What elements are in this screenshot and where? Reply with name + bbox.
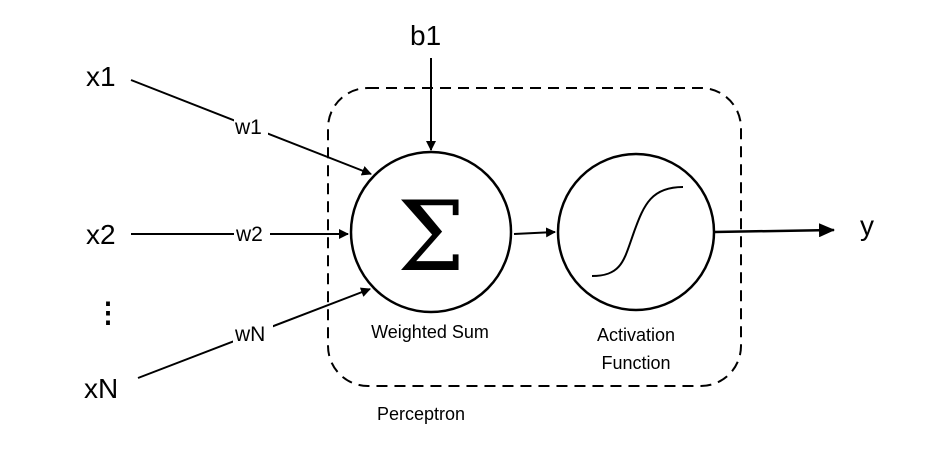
input-ellipsis: ⋮ — [94, 297, 122, 328]
activation-function-node — [556, 152, 716, 312]
weighted-sum-label: Weighted Sum — [371, 322, 489, 342]
sigma-symbol: Σ — [397, 181, 465, 293]
perceptron-box — [327, 87, 742, 387]
input-x2-label: x2 — [86, 219, 116, 250]
output-y-label: y — [860, 210, 874, 241]
weight-wN-label: wN — [234, 323, 265, 346]
sigmoid-curve-icon — [591, 186, 684, 277]
activation-label-line1: Activation — [597, 325, 675, 345]
weighted-sum-node — [349, 150, 513, 314]
bias-b1-label: b1 — [410, 20, 441, 51]
weight-w1-label: w1 — [234, 116, 262, 139]
edge-activation-to-output — [713, 223, 835, 238]
input-x1-label: x1 — [86, 61, 116, 92]
edge-sum-to-activation — [513, 227, 556, 238]
activation-label-line2: Function — [601, 353, 670, 373]
perceptron-label: Perceptron — [377, 404, 465, 424]
weight-w2-label: w2 — [235, 223, 263, 246]
input-xN-label: xN — [84, 373, 118, 404]
